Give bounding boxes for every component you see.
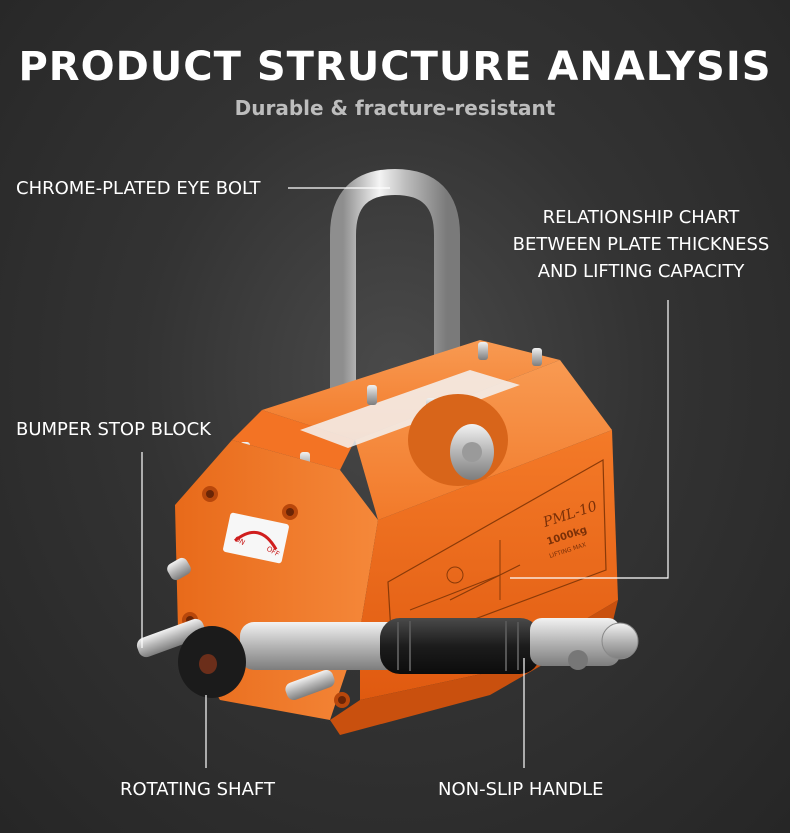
callout-chart-line-1: RELATIONSHIP CHART <box>542 207 740 228</box>
bumper-pin <box>136 618 206 658</box>
callout-chart-line-2: BETWEEN PLATE THICKNESS <box>512 234 770 255</box>
top-label-plate <box>300 370 520 448</box>
callout-shaft: ROTATING SHAFT <box>120 779 275 800</box>
bumper-stop-block <box>167 557 191 581</box>
non-slip-handle <box>380 618 540 674</box>
eye-bolt-shackle <box>330 168 460 443</box>
magnet-top-face <box>262 340 560 440</box>
callout-chart: RELATIONSHIP CHART BETWEEN PLATE THICKNE… <box>498 204 784 285</box>
page-title: PRODUCT STRUCTURE ANALYSIS <box>18 44 772 90</box>
callout-handle: NON-SLIP HANDLE <box>438 779 604 800</box>
page-subtitle: Durable & fracture-resistant <box>234 96 556 120</box>
on-off-decal <box>223 512 289 564</box>
leader-chart <box>510 300 669 579</box>
callout-eye-bolt: CHROME-PLATED EYE BOLT <box>16 178 261 199</box>
handle-chrome-end <box>530 618 620 666</box>
rotating-shaft <box>240 622 400 670</box>
callout-chart-line-3: AND LIFTING CAPACITY <box>537 261 745 282</box>
callout-bumper: BUMPER STOP BLOCK <box>16 419 211 440</box>
